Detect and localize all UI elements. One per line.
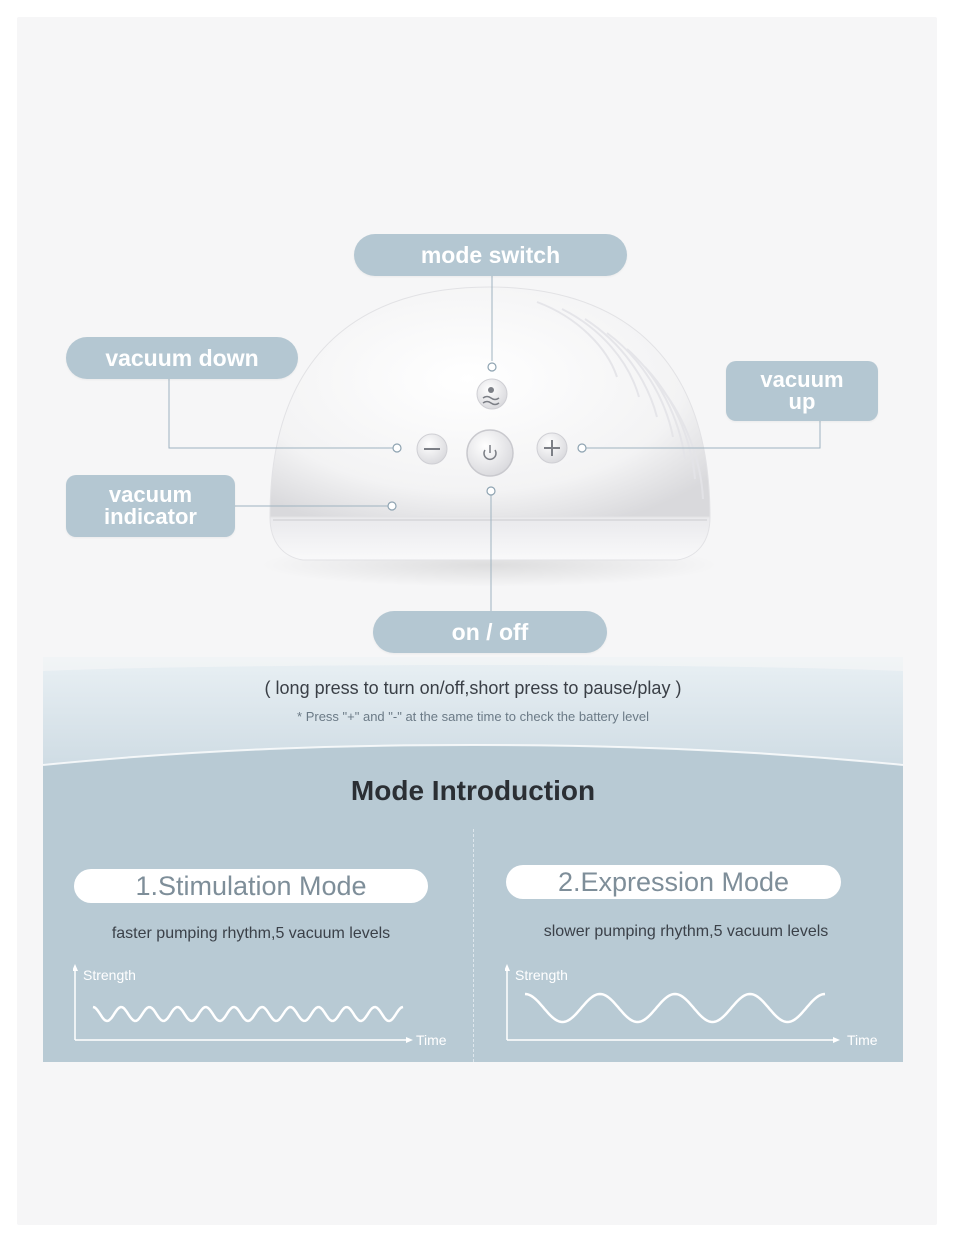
mode-switch-label: mode switch [354, 234, 627, 276]
vacuum-up-text-line2: up [788, 389, 816, 414]
stimulation-wave [92, 1005, 404, 1023]
vacuum-up-text-line1: vacuum [760, 367, 844, 392]
expression-mode-title: 2.Expression Mode [506, 865, 841, 899]
on-off-text: on / off [451, 618, 529, 645]
stimulation-mode-name: 1.Stimulation Mode [135, 870, 367, 901]
expression-rhythm-graph: Strength Time [505, 964, 878, 1048]
plus-icon [536, 432, 568, 464]
vacuum-indicator-label: vacuum indicator [66, 475, 235, 537]
expression-x-label: Time [847, 1032, 878, 1048]
mode-wave-icon [476, 378, 508, 410]
device-illustration [168, 259, 821, 611]
minus-icon [416, 433, 448, 465]
stimulation-y-label: Strength [83, 967, 136, 983]
control-note: ( long press to turn on/off,short press … [264, 678, 682, 698]
power-icon [466, 429, 514, 477]
device-base [269, 516, 711, 561]
vacuum-indicator-text-line2: indicator [104, 504, 197, 529]
stimulation-rhythm-graph: Strength Time [73, 964, 447, 1048]
stimulation-mode-description: faster pumping rhythm,5 vacuum levels [111, 925, 391, 942]
product-panel: mode switch vacuum down vacuum up vacuum… [17, 17, 937, 1225]
vacuum-down-text: vacuum down [105, 344, 259, 371]
stimulation-mode-title: 1.Stimulation Mode [74, 869, 428, 903]
expression-wave [524, 992, 826, 1024]
vacuum-down-label: vacuum down [66, 337, 298, 379]
stimulation-x-label: Time [416, 1032, 447, 1048]
device-diagram: mode switch vacuum down vacuum up vacuum… [17, 17, 937, 677]
mode-divider [473, 829, 474, 1062]
vacuum-up-label: vacuum up [726, 361, 878, 421]
expression-mode-description: slower pumping rhythm,5 vacuum levels [543, 923, 829, 940]
mode-switch-text: mode switch [420, 241, 561, 268]
mode-introduction-title: Mode Introduction [350, 775, 596, 806]
battery-note: * Press "+" and "-" at the same time to … [297, 709, 649, 724]
on-off-label: on / off [373, 611, 607, 653]
mode-introduction-section: ( long press to turn on/off,short press … [43, 657, 903, 1062]
expression-y-label: Strength [515, 967, 568, 983]
vacuum-indicator-text-line1: vacuum [108, 482, 193, 507]
expression-mode-name: 2.Expression Mode [557, 866, 790, 897]
